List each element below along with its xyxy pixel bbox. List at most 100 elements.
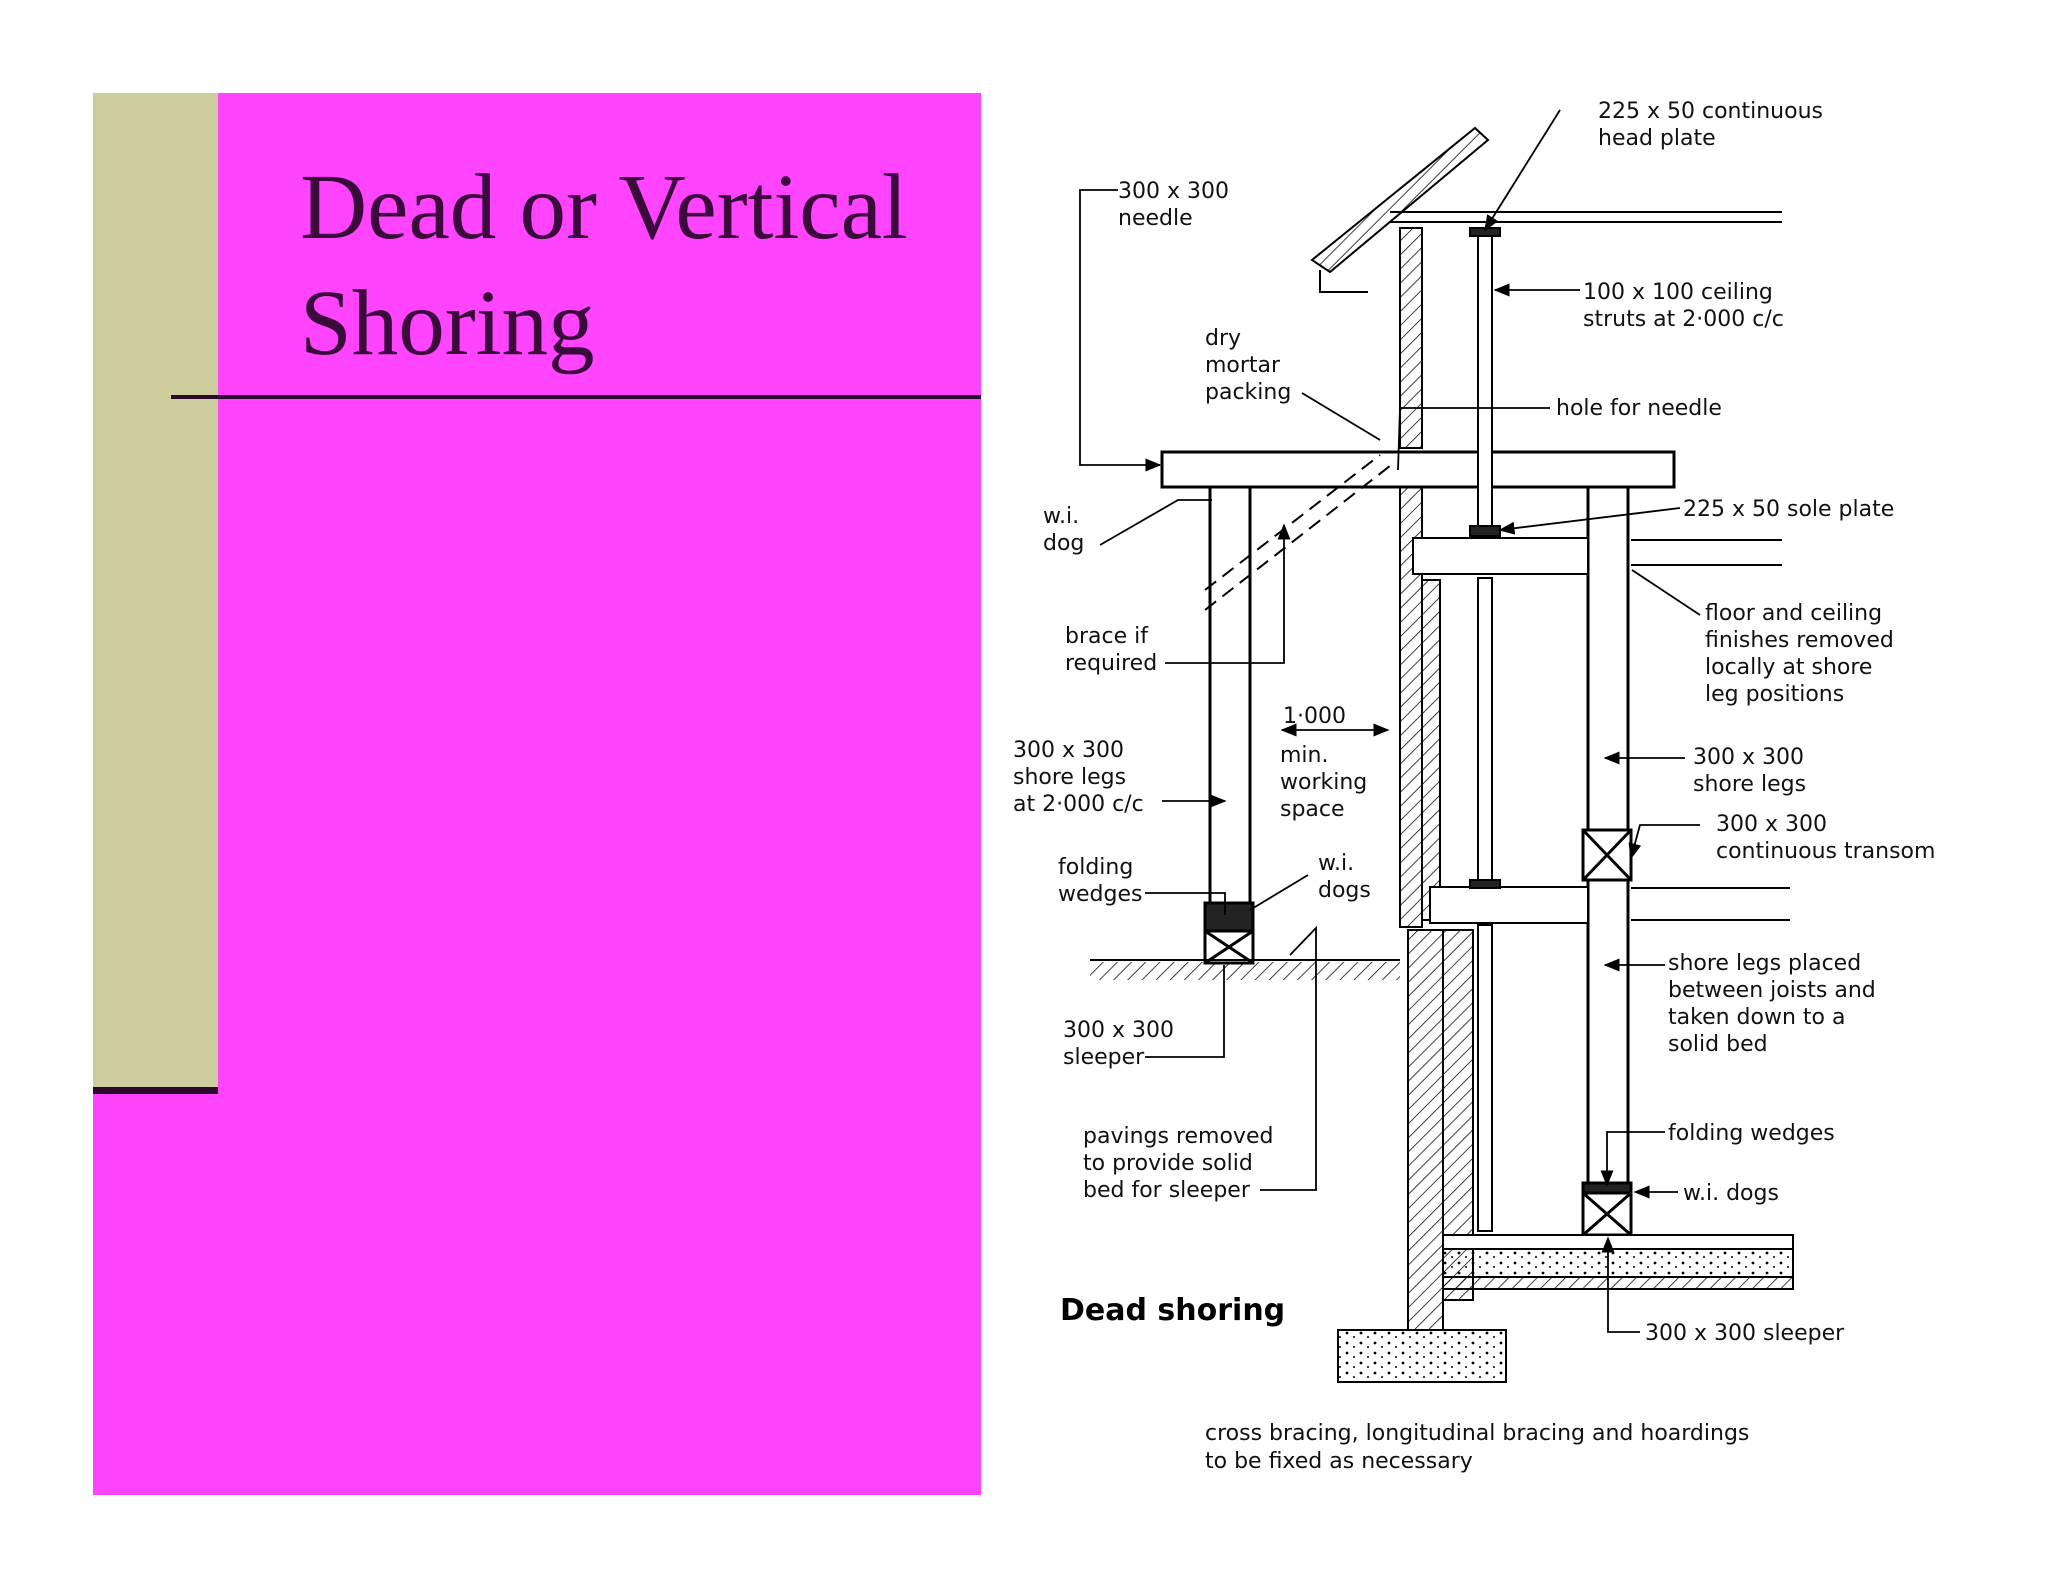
- svg-text:bed for sleeper: bed for sleeper: [1083, 1178, 1251, 1203]
- svg-text:floor and ceiling: floor and ceiling: [1705, 601, 1882, 626]
- svg-text:225 x 50 continuous: 225 x 50 continuous: [1598, 99, 1823, 124]
- ground-line: [1090, 959, 1400, 980]
- label-working-2: working: [1280, 770, 1367, 795]
- label-wi-dog-1: w.i.: [1043, 504, 1079, 529]
- svg-text:300 x 300: 300 x 300: [1693, 745, 1804, 770]
- svg-text:w.i. dogs: w.i. dogs: [1683, 1181, 1779, 1206]
- svg-text:100 x 100 ceiling: 100 x 100 ceiling: [1583, 280, 1773, 305]
- right-shore-leg: [1581, 487, 1633, 1237]
- label-needle-1: 300 x 300: [1118, 179, 1229, 204]
- label-folding-wedges-left-1: folding: [1058, 855, 1133, 880]
- label-needle-2: needle: [1118, 206, 1193, 231]
- slide-title-line-1: Dead or Vertical: [300, 156, 908, 259]
- label-pavings-3: bed for sleeper: [1083, 1178, 1251, 1203]
- label-ceiling-struts-1: 100 x 100 ceiling: [1583, 280, 1773, 305]
- label-finishes-3: locally at shore: [1705, 655, 1872, 680]
- label-pavings-1: pavings removed: [1083, 1124, 1273, 1149]
- label-shore-legs-left-3: at 2·000 c/c: [1013, 792, 1144, 817]
- label-hole: hole for needle: [1556, 396, 1722, 421]
- diagram-caption: Dead shoring: [1060, 1293, 1285, 1328]
- label-sleeper-left-1: 300 x 300: [1063, 1018, 1174, 1043]
- svg-text:300 x 300: 300 x 300: [1013, 738, 1124, 763]
- label-finishes-4: leg positions: [1705, 682, 1844, 707]
- label-mortar-1: dry: [1205, 326, 1241, 351]
- dead-shoring-diagram: 225 x 50 continuous head plate 300 x 300…: [1013, 99, 1935, 1474]
- label-head-plate-2: head plate: [1598, 126, 1716, 151]
- svg-text:hole for needle: hole for needle: [1556, 396, 1722, 421]
- label-brace-2: required: [1065, 651, 1157, 676]
- label-placed-4: solid bed: [1668, 1032, 1768, 1057]
- label-shore-legs-right-1: 300 x 300: [1693, 745, 1804, 770]
- slide-title-line-2: Shoring: [300, 272, 595, 375]
- brace: [1204, 454, 1396, 611]
- label-placed-1: shore legs placed: [1668, 951, 1861, 976]
- ceiling-struts: [1469, 227, 1501, 1232]
- label-wi-dogs-1: w.i.: [1318, 851, 1354, 876]
- svg-text:300 x 300: 300 x 300: [1118, 179, 1229, 204]
- brick-wall: [1399, 227, 1474, 1331]
- svg-text:dry: dry: [1205, 326, 1241, 351]
- svg-text:solid bed: solid bed: [1668, 1032, 1768, 1057]
- label-sleeper-left-2: sleeper: [1063, 1045, 1145, 1070]
- svg-text:wedges: wedges: [1058, 882, 1142, 907]
- svg-text:head plate: head plate: [1598, 126, 1716, 151]
- label-head-plate-1: 225 x 50 continuous: [1598, 99, 1823, 124]
- svg-text:locally at shore: locally at shore: [1705, 655, 1872, 680]
- svg-text:folding wedges: folding wedges: [1668, 1121, 1835, 1146]
- side-bar-rule: [93, 1087, 218, 1094]
- svg-text:finishes removed: finishes removed: [1705, 628, 1894, 653]
- svg-text:folding: folding: [1058, 855, 1133, 880]
- svg-text:shore legs: shore legs: [1013, 765, 1126, 790]
- svg-text:pavings removed: pavings removed: [1083, 1124, 1273, 1149]
- diagram-labels: 225 x 50 continuous head plate 300 x 300…: [1013, 99, 1935, 1474]
- label-bracing-1: cross bracing, longitudinal bracing and …: [1205, 1421, 1749, 1446]
- svg-text:continuous transom: continuous transom: [1716, 839, 1935, 864]
- svg-text:300 x 300 sleeper: 300 x 300 sleeper: [1645, 1321, 1845, 1346]
- slide-panel: [93, 93, 981, 1495]
- svg-text:225 x 50 sole plate: 225 x 50 sole plate: [1683, 497, 1894, 522]
- label-bracing-2: to be fixed as necessary: [1205, 1449, 1473, 1474]
- svg-text:shore legs placed: shore legs placed: [1668, 951, 1861, 976]
- svg-text:shore legs: shore legs: [1693, 772, 1806, 797]
- svg-text:packing: packing: [1205, 380, 1291, 405]
- side-accent-bar: [93, 93, 218, 1088]
- label-placed-2: between joists and: [1668, 978, 1876, 1003]
- svg-text:dogs: dogs: [1318, 878, 1371, 903]
- floors: [1412, 537, 1794, 1290]
- svg-text:min.: min.: [1280, 743, 1328, 768]
- svg-text:to provide solid: to provide solid: [1083, 1151, 1253, 1176]
- svg-text:space: space: [1280, 797, 1345, 822]
- label-shore-legs-right-2: shore legs: [1693, 772, 1806, 797]
- svg-text:w.i.: w.i.: [1043, 504, 1079, 529]
- label-sleeper-right: 300 x 300 sleeper: [1645, 1321, 1845, 1346]
- footing: [1337, 1329, 1507, 1383]
- roof: [1310, 126, 1782, 293]
- label-wi-dogs-right: w.i. dogs: [1683, 1181, 1779, 1206]
- label-transom-2: continuous transom: [1716, 839, 1935, 864]
- label-sole-plate: 225 x 50 sole plate: [1683, 497, 1894, 522]
- svg-text:struts at 2·000 c/c: struts at 2·000 c/c: [1583, 307, 1784, 332]
- svg-text:needle: needle: [1118, 206, 1193, 231]
- label-working-1: min.: [1280, 743, 1328, 768]
- label-transom-1: 300 x 300: [1716, 812, 1827, 837]
- svg-text:cross bracing, longitudinal br: cross bracing, longitudinal bracing and …: [1205, 1421, 1749, 1446]
- label-ceiling-struts-2: struts at 2·000 c/c: [1583, 307, 1784, 332]
- label-wi-dogs-2: dogs: [1318, 878, 1371, 903]
- svg-text:mortar: mortar: [1205, 353, 1281, 378]
- label-wi-dog-2: dog: [1043, 531, 1084, 556]
- slide-title: Dead or Vertical Shoring: [300, 150, 980, 382]
- leader-lines: [1079, 109, 1701, 1333]
- label-shore-legs-left-2: shore legs: [1013, 765, 1126, 790]
- svg-text:brace if: brace if: [1065, 624, 1149, 649]
- label-finishes-1: floor and ceiling: [1705, 601, 1882, 626]
- label-finishes-2: finishes removed: [1705, 628, 1894, 653]
- label-mortar-2: mortar: [1205, 353, 1281, 378]
- svg-text:300 x 300: 300 x 300: [1716, 812, 1827, 837]
- label-mortar-3: packing: [1205, 380, 1291, 405]
- label-brace-1: brace if: [1065, 624, 1149, 649]
- label-dimension: 1·000: [1283, 704, 1346, 729]
- title-underline: [171, 395, 981, 399]
- svg-text:to be fixed as necessary: to be fixed as necessary: [1205, 1449, 1473, 1474]
- svg-text:w.i.: w.i.: [1318, 851, 1354, 876]
- svg-text:leg positions: leg positions: [1705, 682, 1844, 707]
